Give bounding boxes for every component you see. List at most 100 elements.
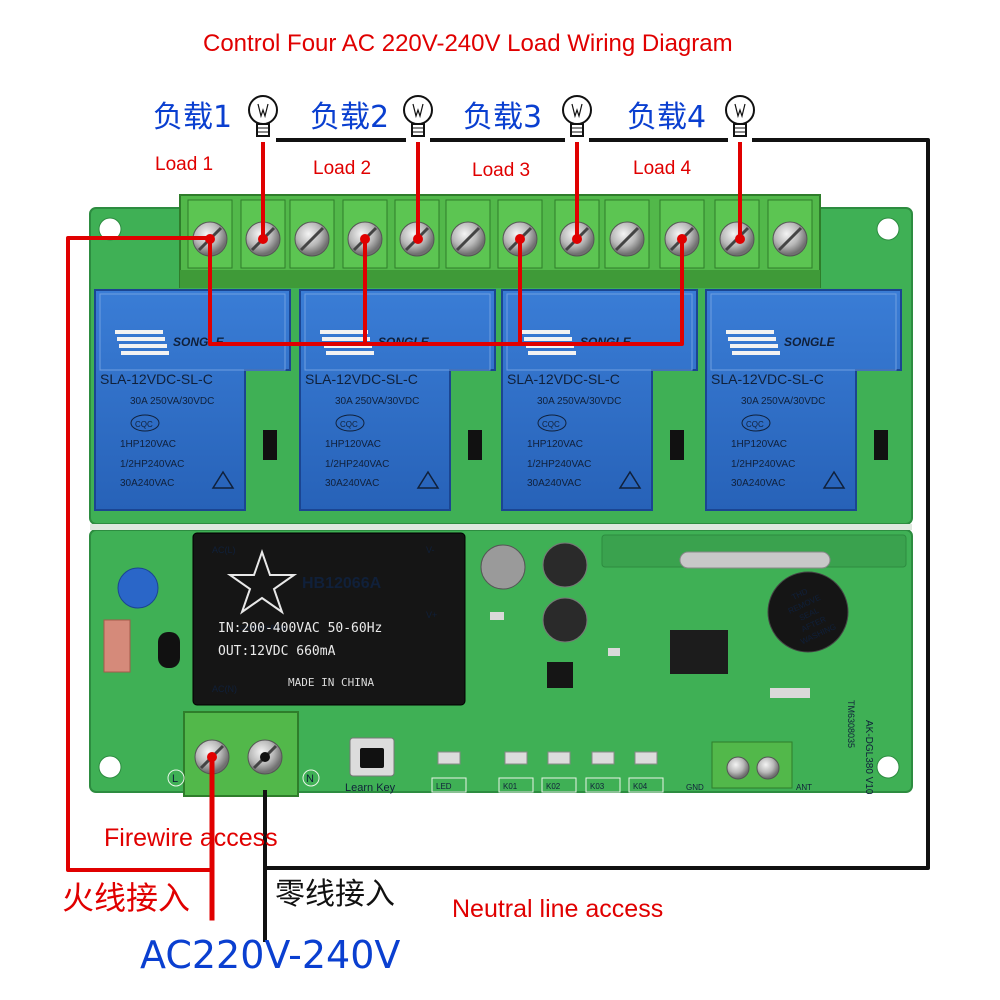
- board-code-2: TM6308035: [846, 700, 856, 748]
- load-3-cn-label: 负载3: [463, 100, 543, 135]
- module-brand: CENTURY ROHE: [240, 626, 288, 632]
- warning-triangle-icon: [416, 470, 440, 489]
- led-indicator-2: K01: [498, 751, 534, 793]
- relay-model: SLA-12VDC-SL-C: [100, 371, 213, 387]
- led-label-3: K02: [546, 782, 561, 791]
- module-model: HB12066A: [302, 575, 382, 592]
- led-indicator-3: K02: [541, 751, 577, 793]
- relay-line3: 30A240VAC: [120, 478, 174, 489]
- photo-sensor: [480, 544, 526, 590]
- wire-junction: [413, 234, 423, 244]
- relay-line3: 30A240VAC: [731, 478, 785, 489]
- relay-line2: 1/2HP240VAC: [325, 459, 389, 470]
- relay-line1: 1HP120VAC: [527, 439, 583, 450]
- led-indicator-1: LED: [431, 751, 467, 793]
- neutral-cn-label: 零线接入: [275, 877, 395, 912]
- gnd-label: GND: [686, 783, 704, 792]
- warning-triangle-icon: [822, 470, 846, 489]
- relay-rating: 30A 250VA/30VDC: [130, 396, 214, 407]
- relay-cert: CQC: [542, 420, 560, 429]
- wire-junction: [207, 752, 217, 762]
- terminal-screw-7: [497, 199, 543, 269]
- terminal-n-label: N: [306, 773, 314, 785]
- relay-line2: 1/2HP240VAC: [120, 459, 184, 470]
- wire-junction: [260, 752, 270, 762]
- learn-key: Learn Key: [345, 737, 396, 794]
- mcu-chip: [670, 630, 728, 674]
- songle-logo-icon: [115, 330, 169, 355]
- light-bulb-icon: [562, 95, 592, 137]
- relay-line1: 1HP120VAC: [731, 439, 787, 450]
- buzzer: THD REMOVE SEAL AFTER WASHING: [767, 571, 849, 653]
- neutral-access-label: Neutral line access: [452, 895, 664, 923]
- module-input: IN:200-400VAC 50-60Hz: [218, 621, 382, 636]
- load-1-cn-label: 负载1: [153, 100, 233, 135]
- led-label-1: LED: [436, 782, 452, 791]
- load-3-en-label: Load 3: [472, 160, 531, 181]
- led-label-5: K04: [633, 782, 648, 791]
- wire-junction: [515, 234, 525, 244]
- load-2-en-label: Load 2: [313, 158, 372, 179]
- neutral-loop-wire: [266, 138, 930, 870]
- common-bus-wire: [208, 237, 684, 346]
- warning-triangle-icon: [618, 470, 642, 489]
- load-4-cn-label: 负载4: [627, 100, 707, 135]
- terminal-screw-9: [604, 199, 650, 269]
- warning-triangle-icon: [211, 470, 235, 489]
- terminal-screw-12: [767, 199, 813, 269]
- mount-hole: [876, 755, 900, 779]
- load-1-en-label: Load 1: [155, 154, 214, 175]
- transistor: [468, 430, 482, 460]
- mount-hole: [876, 217, 900, 241]
- wire-junction: [258, 234, 268, 244]
- ant-label: ANT: [796, 783, 812, 792]
- electrolytic-capacitor-2: [542, 597, 588, 643]
- transistor: [670, 430, 684, 460]
- mount-hole: [98, 755, 122, 779]
- relay-cert: CQC: [135, 420, 153, 429]
- capacitor-blue: [117, 567, 159, 609]
- load-2-cn-label: 负载2: [310, 100, 390, 135]
- terminal-screw-11: [714, 199, 760, 269]
- wire-junction: [677, 234, 687, 244]
- relay-line2: 1/2HP240VAC: [527, 459, 591, 470]
- relay-model: SLA-12VDC-SL-C: [711, 371, 824, 387]
- live-bus-wire: [66, 236, 214, 872]
- power-module: AC(L) AC(N) V- V+ CENTURY ROHE HB12066A …: [192, 532, 466, 706]
- transistor: [874, 430, 888, 460]
- firewire-cn-label: 火线接入: [62, 879, 191, 917]
- ic-small: [547, 662, 573, 688]
- relay-line1: 1HP120VAC: [325, 439, 381, 450]
- power-terminal-block: L N: [167, 711, 320, 797]
- relay-line1: 1HP120VAC: [120, 439, 176, 450]
- varistor: [158, 632, 180, 668]
- relay-line3: 30A240VAC: [325, 478, 379, 489]
- module-origin: MADE IN CHINA: [288, 676, 374, 689]
- electrolytic-capacitor-1: [542, 542, 588, 588]
- board-code-1: AK-DGL380 V10: [863, 720, 874, 795]
- fuse: [103, 619, 131, 673]
- led-label-2: K01: [503, 782, 518, 791]
- relay-line3: 30A240VAC: [527, 478, 581, 489]
- led-indicator-4: K03: [585, 751, 621, 793]
- relay-cert: CQC: [746, 420, 764, 429]
- terminal-screw-3: [289, 199, 335, 269]
- led-label-4: K03: [590, 782, 605, 791]
- crystal: [679, 551, 831, 569]
- module-acn-label: AC(N): [212, 684, 237, 694]
- transistor: [263, 430, 277, 460]
- load-terminal-block: [179, 194, 821, 288]
- wire-junction: [205, 234, 215, 244]
- relay-brand: SONGLE: [784, 335, 836, 349]
- light-bulb-icon: [403, 95, 433, 137]
- songle-logo-icon: [726, 330, 780, 355]
- firewire-access-label: Firewire access: [104, 824, 278, 852]
- relay-rating: 30A 250VA/30VDC: [537, 396, 621, 407]
- module-vminus-label: V-: [426, 545, 435, 555]
- terminal-screw-6: [445, 199, 491, 269]
- diagram-title: Control Four AC 220V-240V Load Wiring Di…: [203, 30, 733, 57]
- antenna-connector: GND ANT: [686, 741, 812, 792]
